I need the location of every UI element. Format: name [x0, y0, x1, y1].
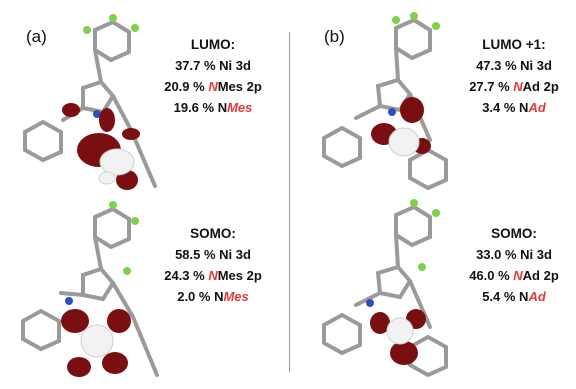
composition-line: 46.0 % NAd 2p [469, 268, 559, 283]
composition-line: 47.3 % Ni 3d [476, 58, 552, 73]
composition-line: 24.3 % NMes 2p [164, 268, 262, 283]
composition-line: 3.4 % NAd [482, 100, 546, 115]
panel-label-a: (a) [26, 27, 47, 46]
lumo-plus1-composition-b: LUMO +1: 47.3 % Ni 3d 27.7 % NAd 2p 3.4 … [456, 34, 572, 118]
somo-title-a: SOMO: [190, 226, 236, 241]
lumo-composition-a: LUMO: 37.7 % Ni 3d 20.9 % NMes 2p 19.6 %… [148, 34, 278, 118]
composition-line: 19.6 % NMes [173, 100, 253, 115]
lumo-title-a: LUMO: [190, 37, 236, 52]
composition-line: 20.9 % NMes 2p [164, 79, 262, 94]
composition-line: 37.7 % Ni 3d [175, 58, 251, 73]
somo-orbital-image-b [322, 199, 448, 377]
composition-line: 27.7 % NAd 2p [469, 79, 559, 94]
composition-line: 2.0 % NMes [177, 289, 249, 304]
composition-line: 33.0 % Ni 3d [476, 247, 552, 262]
somo-composition-a: SOMO: 58.5 % Ni 3d 24.3 % NMes 2p 2.0 % … [148, 223, 278, 307]
panel-divider [289, 32, 290, 372]
lumo-plus1-title-b: LUMO +1: [482, 37, 546, 52]
lumo-plus1-orbital-image-b [322, 12, 448, 190]
somo-title-b: SOMO: [491, 226, 537, 241]
somo-composition-b: SOMO: 33.0 % Ni 3d 46.0 % NAd 2p 5.4 % N… [456, 223, 572, 307]
lumo-orbital-image-a [23, 14, 157, 190]
panel-label-b: (b) [324, 27, 345, 46]
composition-line: 5.4 % NAd [482, 289, 546, 304]
composition-line: 58.5 % Ni 3d [175, 247, 251, 262]
somo-orbital-image-a [21, 201, 159, 377]
